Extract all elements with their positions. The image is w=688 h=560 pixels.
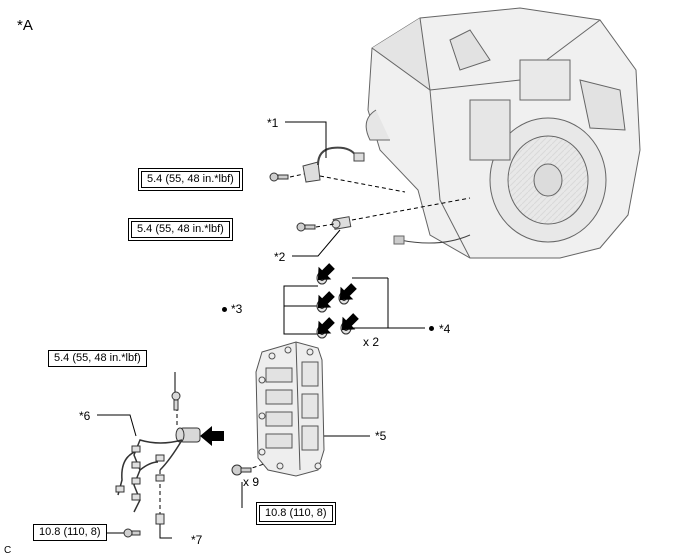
callout-7: *7: [191, 533, 203, 547]
torque-spec-text: 5.4 (55, 48 in.*lbf): [141, 171, 240, 188]
callout-2: *2: [274, 250, 286, 264]
torque-spec-text: 5.4 (55, 48 in.*lbf): [131, 221, 230, 238]
direction-arrows: [200, 263, 359, 446]
wire-harness: [117, 439, 183, 513]
torque-spec-sensor-2: 5.4 (55, 48 in.*lbf): [128, 218, 233, 241]
torque-spec-text: 5.4 (55, 48 in.*lbf): [54, 352, 141, 364]
torque-spec-solenoid: 5.4 (55, 48 in.*lbf): [48, 350, 147, 367]
gasket-quantity: x 2: [363, 335, 380, 349]
torque-spec-valve-body: 10.8 (110, 8): [256, 502, 336, 525]
callout-6: *6: [79, 409, 91, 423]
torque-spec-text: 10.8 (110, 8): [39, 526, 101, 538]
callout-4: *4: [439, 322, 451, 336]
callout-1: *1: [267, 116, 279, 130]
wire-clamp-bolt: [123, 528, 141, 538]
gasket-bullet-icon: [222, 307, 227, 312]
valve-body-bolt: [231, 464, 252, 476]
valve-body: [255, 341, 325, 477]
bolt-quantity: x 9: [243, 475, 260, 489]
callout-5: *5: [375, 429, 387, 443]
torque-spec-sensor-1: 5.4 (55, 48 in.*lbf): [138, 168, 243, 191]
view-label: *A: [17, 17, 33, 34]
corner-code: C: [4, 545, 12, 556]
leader-lines: [97, 121, 425, 539]
transaxle-assembly: [365, 7, 641, 259]
speed-sensor-1: [302, 146, 365, 183]
speed-sensor-2: [331, 216, 352, 230]
torque-spec-text: 10.8 (110, 8): [259, 505, 333, 522]
harness-connectors: [115, 445, 165, 525]
gasket-bullet-icon: [429, 326, 434, 331]
sensor-bolts: [269, 172, 316, 232]
shift-solenoid: [171, 391, 201, 443]
torque-spec-wire-clamp: 10.8 (110, 8): [33, 524, 107, 541]
callout-3: *3: [231, 302, 243, 316]
